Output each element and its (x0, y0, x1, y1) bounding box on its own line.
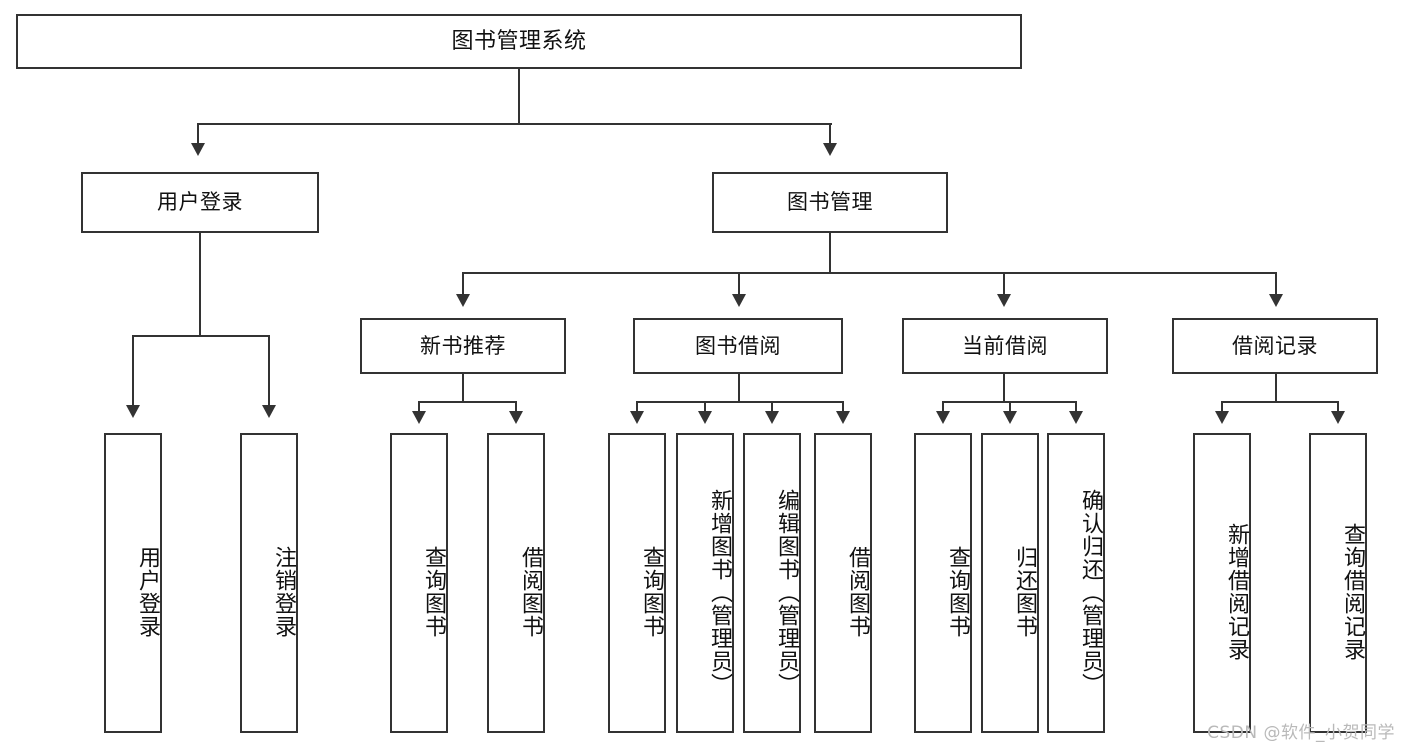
arrowhead-new-book-recommend (456, 294, 470, 307)
edge-book-management-stem (829, 233, 831, 273)
arrowhead-leaf-user-logout (262, 405, 276, 418)
edge-br-to-leaf-1 (1221, 401, 1223, 413)
node-label: 当前借阅 (962, 333, 1048, 358)
node-label: 用户登录 (157, 190, 243, 215)
node-label: 查询图书 (421, 546, 446, 638)
node-leaf-borrow-book-borrow[interactable]: 借阅图书 (814, 433, 872, 733)
arrowhead-leaf-query-book-3 (936, 411, 950, 424)
node-leaf-confirm-return-admin[interactable]: 确认归还（管理员） (1047, 433, 1105, 733)
node-label: 新增借阅记录 (1224, 523, 1249, 661)
edge-root-to-user-login (197, 123, 199, 145)
edge-root-to-book-management (829, 123, 831, 145)
edge-book-management-bus (463, 272, 1277, 274)
arrowhead-leaf-add-book (698, 411, 712, 424)
edge-bb-to-leaf-4 (842, 401, 844, 413)
arrowhead-leaf-borrow-book-2 (836, 411, 850, 424)
node-label: 图书管理系统 (451, 28, 587, 54)
node-leaf-edit-book-admin[interactable]: 编辑图书（管理员） (743, 433, 801, 733)
arrowhead-current-borrow (997, 294, 1011, 307)
edge-new-book-stem (462, 374, 464, 402)
node-leaf-add-borrow-record[interactable]: 新增借阅记录 (1193, 433, 1251, 733)
arrowhead-leaf-query-book-1 (412, 411, 426, 424)
edge-book-borrow-bus (637, 401, 844, 403)
node-label: 查询图书 (639, 546, 664, 638)
edge-user-login-bus (133, 335, 269, 337)
edge-bm-to-new-book (462, 272, 464, 296)
edge-new-book-bus (419, 401, 517, 403)
edge-root-bus (198, 123, 832, 125)
arrowhead-leaf-return-book (1003, 411, 1017, 424)
node-leaf-user-logout[interactable]: 注销登录 (240, 433, 298, 733)
edge-bb-to-leaf-2 (704, 401, 706, 413)
edge-cb-to-leaf-1 (942, 401, 944, 413)
edge-root-stem (518, 69, 520, 124)
arrowhead-user-login (191, 143, 205, 156)
edge-current-borrow-stem (1003, 374, 1005, 402)
edge-user-login-to-leaf-1 (132, 335, 134, 407)
node-label: 查询图书 (945, 546, 970, 638)
node-label: 借阅记录 (1232, 333, 1318, 358)
node-label: 归还图书 (1012, 546, 1037, 638)
arrowhead-leaf-confirm-return (1069, 411, 1083, 424)
node-leaf-borrow-book-new-recommend[interactable]: 借阅图书 (487, 433, 545, 733)
node-label: 查询借阅记录 (1340, 523, 1365, 661)
node-label: 编辑图书（管理员） (774, 488, 799, 696)
node-label: 用户登录 (135, 546, 160, 638)
edge-borrow-record-stem (1275, 374, 1277, 402)
node-label: 新书推荐 (420, 333, 506, 358)
arrowhead-leaf-user-login (126, 405, 140, 418)
edge-user-login-to-leaf-2 (268, 335, 270, 407)
arrowhead-book-borrow (732, 294, 746, 307)
edge-bb-to-leaf-1 (636, 401, 638, 413)
node-leaf-return-book[interactable]: 归还图书 (981, 433, 1039, 733)
node-label: 借阅图书 (845, 546, 870, 638)
node-leaf-query-borrow-record[interactable]: 查询借阅记录 (1309, 433, 1367, 733)
node-user-login[interactable]: 用户登录 (81, 172, 319, 233)
node-leaf-query-book-borrow[interactable]: 查询图书 (608, 433, 666, 733)
arrowhead-leaf-borrow-book-1 (509, 411, 523, 424)
arrowhead-borrow-record (1269, 294, 1283, 307)
node-book-borrow[interactable]: 图书借阅 (633, 318, 843, 374)
node-label: 图书管理 (787, 190, 873, 215)
edge-user-login-stem (199, 233, 201, 336)
edge-br-to-leaf-2 (1337, 401, 1339, 413)
node-label: 图书借阅 (695, 333, 781, 358)
node-leaf-query-book-new-recommend[interactable]: 查询图书 (390, 433, 448, 733)
arrowhead-leaf-query-book-2 (630, 411, 644, 424)
edge-book-borrow-stem (738, 374, 740, 402)
node-current-borrow[interactable]: 当前借阅 (902, 318, 1108, 374)
node-leaf-query-book-current[interactable]: 查询图书 (914, 433, 972, 733)
node-leaf-add-book-admin[interactable]: 新增图书（管理员） (676, 433, 734, 733)
edge-borrow-record-bus (1222, 401, 1339, 403)
arrowhead-leaf-query-record (1331, 411, 1345, 424)
edge-bm-to-book-borrow (738, 272, 740, 296)
edge-bm-to-current-borrow (1003, 272, 1005, 296)
node-label: 确认归还（管理员） (1078, 488, 1103, 696)
node-leaf-user-login[interactable]: 用户登录 (104, 433, 162, 733)
arrowhead-leaf-edit-book (765, 411, 779, 424)
arrowhead-book-management (823, 143, 837, 156)
edge-new-book-to-leaf-2 (515, 401, 517, 413)
node-label: 借阅图书 (518, 546, 543, 638)
node-book-management[interactable]: 图书管理 (712, 172, 948, 233)
edge-new-book-to-leaf-1 (418, 401, 420, 413)
arrowhead-leaf-add-record (1215, 411, 1229, 424)
node-borrow-record[interactable]: 借阅记录 (1172, 318, 1378, 374)
edge-bm-to-borrow-record (1275, 272, 1277, 296)
node-new-book-recommend[interactable]: 新书推荐 (360, 318, 566, 374)
edge-cb-to-leaf-2 (1009, 401, 1011, 413)
node-root-book-management-system[interactable]: 图书管理系统 (16, 14, 1022, 69)
node-label: 新增图书（管理员） (707, 488, 732, 696)
edge-bb-to-leaf-3 (771, 401, 773, 413)
edge-cb-to-leaf-3 (1075, 401, 1077, 413)
node-label: 注销登录 (271, 546, 296, 638)
